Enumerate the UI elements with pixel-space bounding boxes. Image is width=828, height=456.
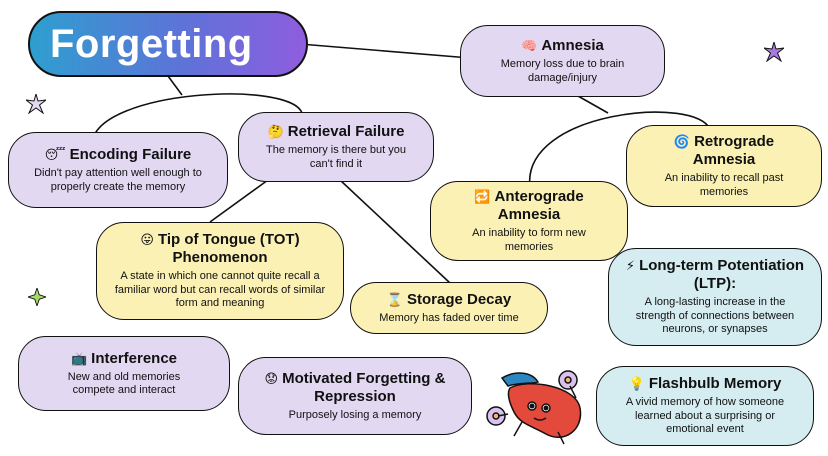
node-heading: Interference xyxy=(91,349,178,367)
node-heading: Long-term Potentiation (LTP): xyxy=(639,257,805,293)
spiral-icon: 🌀 xyxy=(673,134,691,149)
node-description: Purposely losing a memory xyxy=(288,408,422,421)
node-motivated-forgetting: 😟Motivated Forgetting & Repression Purpo… xyxy=(238,357,472,435)
node-amnesia: 🧠Amnesia Memory loss due to brain damage… xyxy=(460,25,665,97)
thinking-face-icon: 🤔 xyxy=(267,124,284,139)
sparkle-icon xyxy=(764,42,784,62)
node-description: The memory is there but you can't find i… xyxy=(265,144,406,170)
node-description: An inability to recall past memories xyxy=(664,172,784,198)
link-retrieval-tot xyxy=(209,179,269,223)
node-heading: Retrieval Failure xyxy=(287,123,405,140)
node-heading: Encoding Failure xyxy=(69,146,192,163)
node-heading: Storage Decay xyxy=(406,290,512,308)
brain-icon: 🧠 xyxy=(521,38,538,53)
node-description: Didn't pay attention well enough to prop… xyxy=(34,167,202,193)
node-description: Memory has faded over time xyxy=(379,311,519,324)
node-retrieval-failure: 🤔Retrieval Failure The memory is there b… xyxy=(238,112,434,182)
link-amnesia-branch xyxy=(577,95,609,114)
node-description: An inability to form new memories xyxy=(472,227,586,253)
node-encoding-failure: 😴Encoding Failure Didn't pay attention w… xyxy=(8,132,228,208)
node-retrograde-amnesia: 🌀Retrograde Amnesia An inability to reca… xyxy=(626,125,822,207)
node-heading: Motivated Forgetting & Repression xyxy=(282,369,446,405)
node-heading: Tip of Tongue (TOT) Phenomenon xyxy=(157,231,300,267)
node-heading: Amnesia xyxy=(541,37,604,54)
node-heading: Flashbulb Memory xyxy=(648,375,782,393)
sparkle-icon xyxy=(28,288,46,306)
link-branch-anterograde-retrograde xyxy=(529,111,711,189)
node-anterograde-amnesia: 🔁Anterograde Amnesia An inability to for… xyxy=(430,181,628,261)
link-retrieval-decay xyxy=(339,179,451,284)
link-title-branch xyxy=(167,75,183,96)
node-flashbulb-memory: 💡Flashbulb Memory A vivid memory of how … xyxy=(596,366,814,446)
sparkle-icon xyxy=(26,94,46,114)
tongue-face-icon: 😛 xyxy=(140,232,154,248)
node-storage-decay: ⌛Storage Decay Memory has faded over tim… xyxy=(350,282,548,334)
title-pill: Forgetting xyxy=(28,11,308,77)
television-icon: 📺 xyxy=(70,350,88,366)
pepper-mascot-icon xyxy=(486,370,582,445)
node-heading: Retrograde Amnesia xyxy=(692,133,775,168)
node-description: A vivid memory of how someone learned ab… xyxy=(625,396,785,436)
sleepy-face-icon: 😴 xyxy=(44,147,66,162)
node-interference: 📺Interference New and old memories compe… xyxy=(18,336,230,411)
link-branch-encoding-retrieval xyxy=(91,93,303,143)
node-description: A state in which one cannot quite recall… xyxy=(114,270,326,310)
node-description: Memory loss due to brain damage/injury xyxy=(500,58,625,84)
node-tip-of-tongue: 😛Tip of Tongue (TOT) Phenomenon A state … xyxy=(96,222,344,320)
worried-face-icon: 😟 xyxy=(264,370,279,386)
node-description: A long-lasting increase in the strength … xyxy=(635,296,795,336)
node-description: New and old memories compete and interac… xyxy=(67,370,181,397)
repeat-arrows-icon: 🔁 xyxy=(474,189,491,204)
main-title: Forgetting xyxy=(50,21,253,66)
link-title-amnesia xyxy=(299,43,471,59)
node-heading: Anterograde Amnesia xyxy=(494,188,584,223)
lightning-icon: ⚡ xyxy=(625,258,636,274)
light-bulb-icon: 💡 xyxy=(628,376,645,392)
node-long-term-potentiation: ⚡Long-term Potentiation (LTP): A long-la… xyxy=(608,248,822,346)
hourglass-icon: ⌛ xyxy=(386,291,403,307)
